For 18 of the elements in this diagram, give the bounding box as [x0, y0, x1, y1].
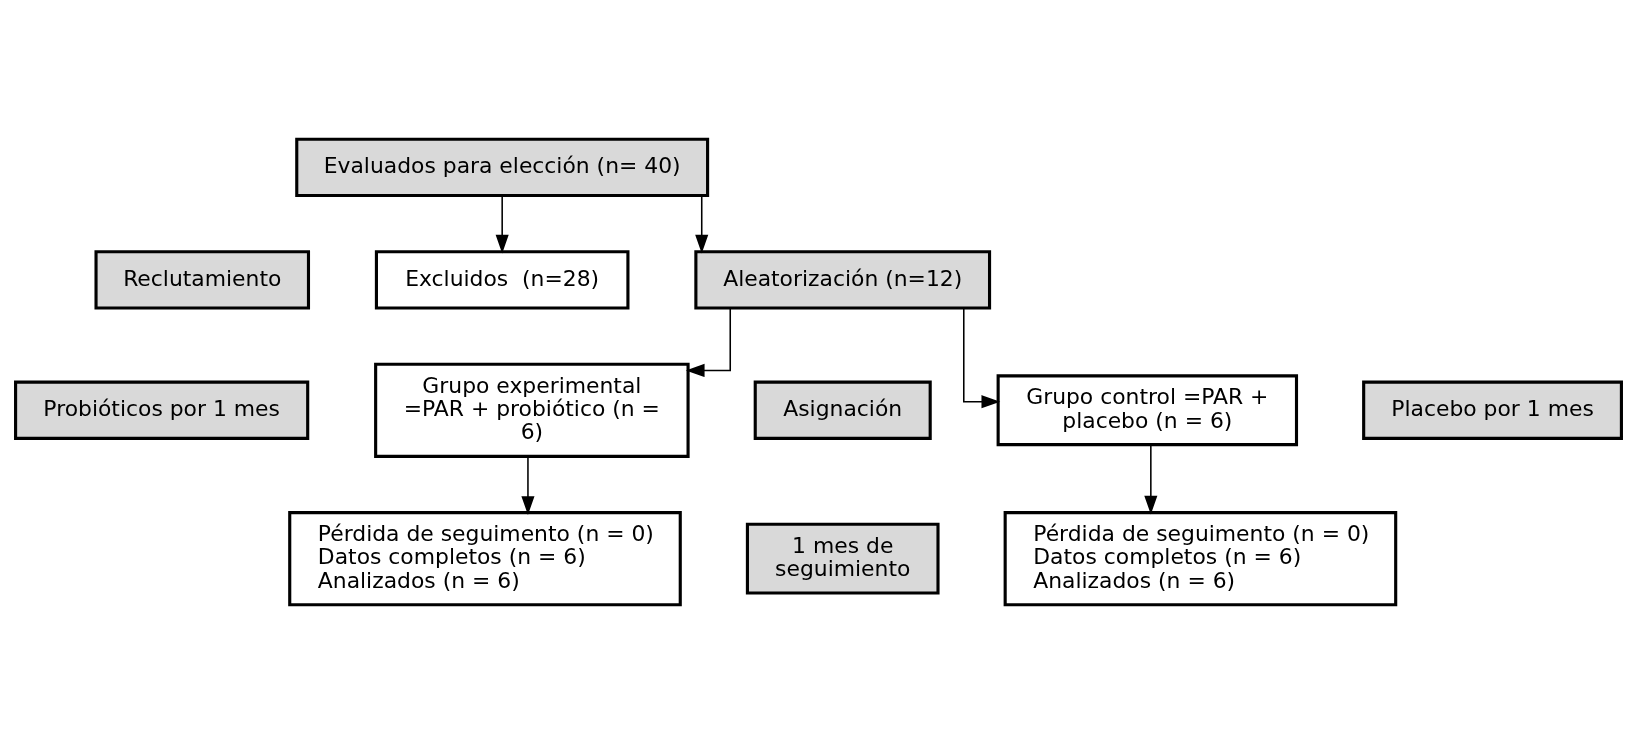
arrow	[685, 307, 731, 377]
node-box: Excluidos (n=28)	[374, 250, 630, 310]
node-box: Grupo control =PAR + placebo (n = 6)	[996, 374, 1299, 447]
arrow	[963, 307, 1001, 409]
node-box: Grupo experimental =PAR + probiótico (n = 6)	[374, 362, 690, 458]
node-box: 1 mes de seguimiento	[745, 522, 940, 595]
node-box: Asignación	[753, 380, 932, 440]
arrow	[521, 455, 535, 515]
node-box: Probióticos por 1 mes	[14, 380, 310, 440]
node-box: Reclutamiento	[94, 250, 311, 310]
node-box: Pérdida de seguimento (n = 0) Datos completos (n = 6) Analizados (n = 6)	[1003, 511, 1398, 607]
node-box: Pérdida de seguimento (n = 0) Datos completos (n = 6) Analizados (n = 6)	[288, 511, 682, 607]
node-box: Aleatorización (n=12)	[694, 250, 992, 310]
node-box: Placebo por 1 mes	[1362, 380, 1623, 440]
arrow	[495, 194, 509, 254]
node-box: Evaluados para elección (n= 40)	[295, 137, 710, 198]
arrow	[1144, 443, 1158, 515]
arrow	[695, 194, 709, 254]
